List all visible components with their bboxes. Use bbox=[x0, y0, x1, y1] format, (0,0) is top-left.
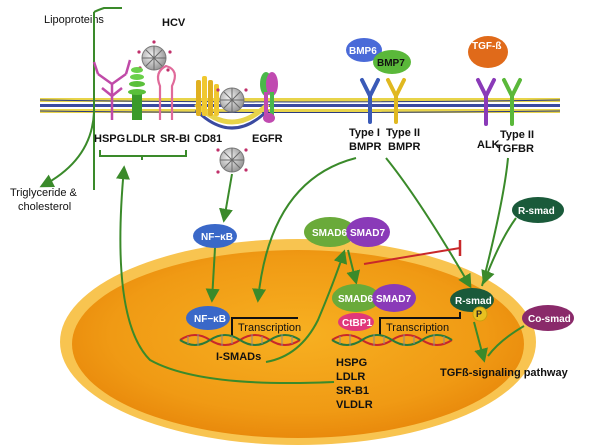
rsmad-cytoplasm: R-smad bbox=[512, 197, 564, 223]
type2b-label: Type II bbox=[500, 129, 534, 141]
tgfb-ligand: TGF-ß bbox=[468, 36, 508, 68]
smad6-nucleus-label: SMAD6 bbox=[338, 294, 373, 305]
ctbp1: CtBP1 bbox=[338, 313, 374, 331]
cd81-label: CD81 bbox=[194, 133, 222, 145]
smad6-smad7-complex-top: SMAD6 SMAD7 bbox=[304, 217, 390, 247]
cosmad-label: Co-smad bbox=[528, 314, 571, 325]
srbi-label: SR-BI bbox=[160, 133, 190, 145]
smad6-top-label: SMAD6 bbox=[312, 228, 347, 239]
bmp7-ligand: BMP7 bbox=[373, 50, 411, 74]
ldlr-receptor-icon bbox=[128, 67, 146, 120]
nfkb-top-label: NF−κB bbox=[201, 232, 233, 243]
alk-label: ALK bbox=[477, 139, 500, 151]
bmpr-type1-receptor-icon bbox=[360, 78, 380, 124]
type2-label: Type II bbox=[386, 127, 420, 139]
bmpr2-label: BMPR bbox=[388, 141, 420, 153]
nucleus-core bbox=[72, 250, 524, 438]
tgfbr-type2-receptor-icon bbox=[502, 78, 522, 126]
rsmad-phosphorylated: R-smad P bbox=[450, 288, 494, 322]
bmp6-ligand: BMP6 bbox=[346, 38, 382, 62]
transcription-left-label: Transcription bbox=[238, 322, 301, 334]
bmpr-type2-receptor-icon bbox=[386, 78, 406, 124]
tgfb-label: TGF-ß bbox=[472, 41, 501, 52]
hcv-label: HCV bbox=[162, 17, 186, 29]
lipoproteins-label: Lipoproteins bbox=[44, 14, 104, 26]
gene-label-srb1: SR-B1 bbox=[336, 385, 369, 397]
hcv-virus-membrane-icon bbox=[216, 87, 248, 113]
nfkb-nucleus-label: NF−κB bbox=[194, 314, 226, 325]
gene-label-vldlr: VLDLR bbox=[336, 399, 373, 411]
transcription-right-label: Transcription bbox=[386, 322, 449, 334]
dna-helix-left bbox=[179, 334, 301, 346]
hspg-label: HSPG bbox=[94, 133, 125, 145]
dna-helix-right bbox=[331, 334, 453, 346]
nfkb-cytoplasm: NF−κB bbox=[193, 224, 237, 248]
tgfbr-label: TGFBR bbox=[496, 143, 534, 155]
ctbp1-label: CtBP1 bbox=[342, 318, 372, 329]
transcription-bracket-left bbox=[231, 317, 298, 336]
smad7-top-label: SMAD7 bbox=[350, 228, 385, 239]
rsmad-top-label: R-smad bbox=[518, 206, 555, 217]
gene-label-hspg: HSPG bbox=[336, 357, 367, 369]
bmp6-label: BMP6 bbox=[349, 46, 377, 57]
egfr-receptor-icon bbox=[260, 72, 278, 123]
alk-receptor-icon bbox=[476, 78, 496, 126]
triglyceride-label-2: cholesterol bbox=[18, 201, 71, 213]
tgfb-pathway-label: TGFß-signaling pathway bbox=[440, 367, 569, 379]
bmp7-label: BMP7 bbox=[377, 58, 405, 69]
cell-membrane bbox=[39, 98, 561, 113]
type1-label: Type I bbox=[349, 127, 380, 139]
phosphate-icon bbox=[472, 306, 488, 322]
receptor-bracket bbox=[99, 150, 187, 160]
hcv-virus-internal-icon bbox=[216, 147, 248, 174]
p-label: P bbox=[476, 309, 482, 319]
srbi-receptor-icon bbox=[156, 64, 177, 120]
gene-label-ldlr: LDLR bbox=[336, 371, 365, 383]
feedback-arrow bbox=[116, 165, 335, 385]
bmpr1-label: BMPR bbox=[349, 141, 381, 153]
triglyceride-label-1: Triglyceride & bbox=[10, 187, 77, 199]
egfr-label: EGFR bbox=[252, 133, 283, 145]
ldlr-label: LDLR bbox=[126, 133, 155, 145]
cosmad: Co-smad bbox=[522, 305, 574, 331]
inhibition-line bbox=[363, 247, 461, 265]
smad7-nucleus-label: SMAD7 bbox=[376, 294, 411, 305]
cd81-receptor-icon bbox=[196, 76, 219, 116]
rsmad-mid-label: R-smad bbox=[455, 296, 492, 307]
ismads-label: I-SMADs bbox=[216, 351, 261, 363]
ismads-arrow bbox=[265, 249, 348, 363]
nfkb-nucleus: NF−κB bbox=[186, 306, 230, 330]
transcription-bracket-right bbox=[379, 312, 461, 336]
hspg-receptor-icon bbox=[92, 59, 132, 120]
smad6-smad7-complex-nucleus: SMAD6 SMAD7 bbox=[332, 284, 416, 312]
